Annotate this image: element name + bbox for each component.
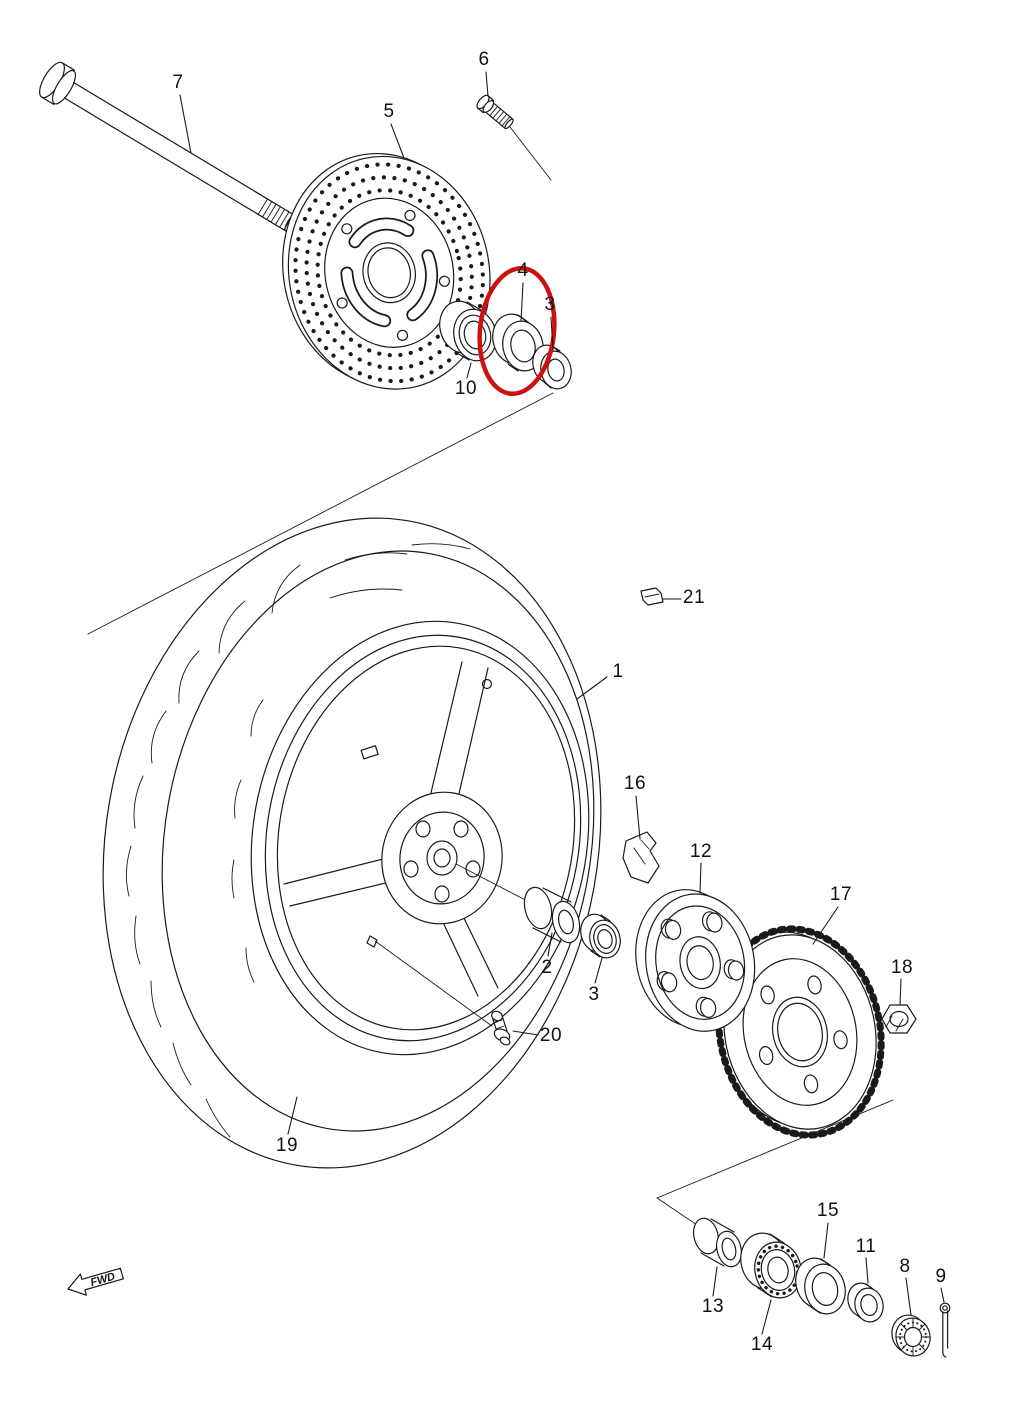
- spacer-part-2: [523, 886, 581, 944]
- tire-tread-grooves: [126, 543, 471, 1138]
- clip-part-21: [640, 587, 664, 606]
- part-label-13: 13: [701, 1296, 725, 1317]
- tire-part-1: [102, 517, 602, 1169]
- castle-nut-part-8: [891, 1314, 931, 1357]
- part-label-16: 16: [623, 773, 647, 794]
- part-label-1: 1: [612, 661, 624, 682]
- spacer-part-13: [692, 1217, 743, 1268]
- fwd-arrow: FWD: [67, 1267, 124, 1296]
- seal-part-15: [795, 1257, 846, 1315]
- part-label-6: 6: [478, 49, 490, 70]
- bolt-part-6: [476, 94, 514, 130]
- part-label-3a: 3: [544, 294, 556, 315]
- part-label-8: 8: [899, 1256, 911, 1277]
- bracket-part-16: [622, 831, 660, 884]
- spacer-part-4: [492, 313, 544, 372]
- highlight-ring: [477, 265, 557, 397]
- spacer-part-11: [847, 1282, 884, 1323]
- part-label-10: 10: [454, 378, 478, 399]
- cotter-pin-part-9: [939, 1302, 951, 1358]
- part-label-5: 5: [383, 101, 395, 122]
- part-label-14: 14: [750, 1334, 774, 1355]
- part-label-11: 11: [855, 1236, 877, 1257]
- brake-disc-part-5: [282, 152, 491, 390]
- part-label-21: 21: [682, 587, 706, 608]
- part-label-4: 4: [517, 260, 529, 281]
- part-label-9: 9: [935, 1266, 947, 1287]
- sprocket-part-17: [715, 925, 885, 1139]
- axle-shaft-part-7: [39, 61, 297, 232]
- valve-part-20: [491, 1010, 511, 1046]
- wheel-rim-and-spokes: [264, 634, 582, 1042]
- part-label-18: 18: [890, 957, 914, 978]
- sprocket-drum-part-12: [635, 889, 756, 1032]
- part-label-2: 2: [541, 957, 553, 978]
- part-label-12: 12: [689, 841, 713, 862]
- part-label-3b: 3: [588, 984, 600, 1005]
- part-label-19: 19: [275, 1135, 299, 1156]
- part-label-7: 7: [172, 72, 184, 93]
- fwd-label: FWD: [89, 1271, 116, 1289]
- part-label-17: 17: [829, 884, 853, 905]
- bearing-part-3b: [580, 913, 621, 959]
- nut-part-18: [881, 1004, 917, 1034]
- bearing-part-14: [740, 1232, 802, 1299]
- part-label-15: 15: [816, 1200, 840, 1221]
- leader-lines: [179, 71, 945, 1335]
- part-label-20: 20: [539, 1025, 563, 1046]
